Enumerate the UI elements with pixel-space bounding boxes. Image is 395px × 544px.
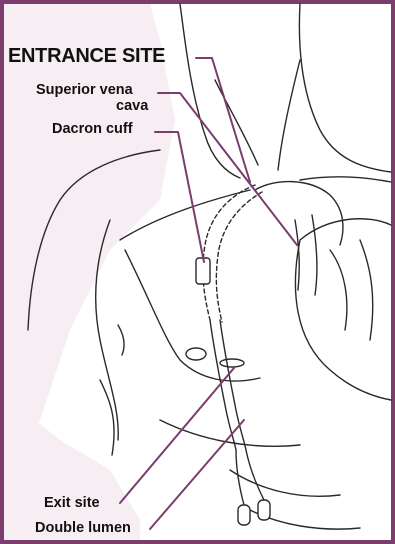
label-superior-vena-cava: Superior vena bbox=[36, 83, 133, 98]
clavicle-right bbox=[300, 177, 391, 182]
lumen-right bbox=[246, 450, 264, 500]
leader-double-lumen bbox=[150, 420, 244, 529]
neck-muscle-2 bbox=[278, 60, 300, 170]
leader-superior-vena-cava bbox=[158, 93, 297, 245]
heart-outline bbox=[295, 219, 391, 400]
label-dacron-cuff: Dacron cuff bbox=[52, 122, 133, 137]
heart-vessel-2 bbox=[360, 240, 373, 340]
nipple bbox=[186, 348, 206, 360]
rib-line-1 bbox=[160, 420, 300, 446]
neck-right bbox=[299, 4, 391, 172]
catheter-tunnel-2 bbox=[216, 192, 262, 322]
leader-entrance-site bbox=[196, 58, 250, 182]
vena-cava bbox=[295, 215, 317, 295]
label-double-lumen: Double lumen bbox=[35, 521, 131, 536]
leader-exit-site bbox=[120, 368, 234, 503]
neck-left bbox=[180, 4, 240, 178]
aortic-arch bbox=[255, 182, 343, 245]
neck-muscle bbox=[215, 80, 258, 165]
arm-fold bbox=[118, 325, 124, 355]
rib-line-2 bbox=[230, 470, 340, 496]
exit-site-ring bbox=[220, 359, 244, 367]
lumen-clamp-right bbox=[258, 500, 270, 520]
label-exit-site: Exit site bbox=[44, 496, 100, 511]
catheter-tunnel-1 bbox=[203, 185, 255, 320]
label-entrance-site: ENTRANCE SITE bbox=[8, 46, 165, 66]
background-panel bbox=[4, 4, 175, 470]
lower-left-panel bbox=[4, 395, 140, 540]
pectoral-left bbox=[125, 250, 260, 381]
catheter-shaft-2 bbox=[220, 320, 246, 450]
lumen-clamp-left bbox=[238, 505, 250, 525]
label-superior-vena-cava-line2: cava bbox=[116, 99, 148, 114]
heart-vessel bbox=[330, 250, 347, 330]
